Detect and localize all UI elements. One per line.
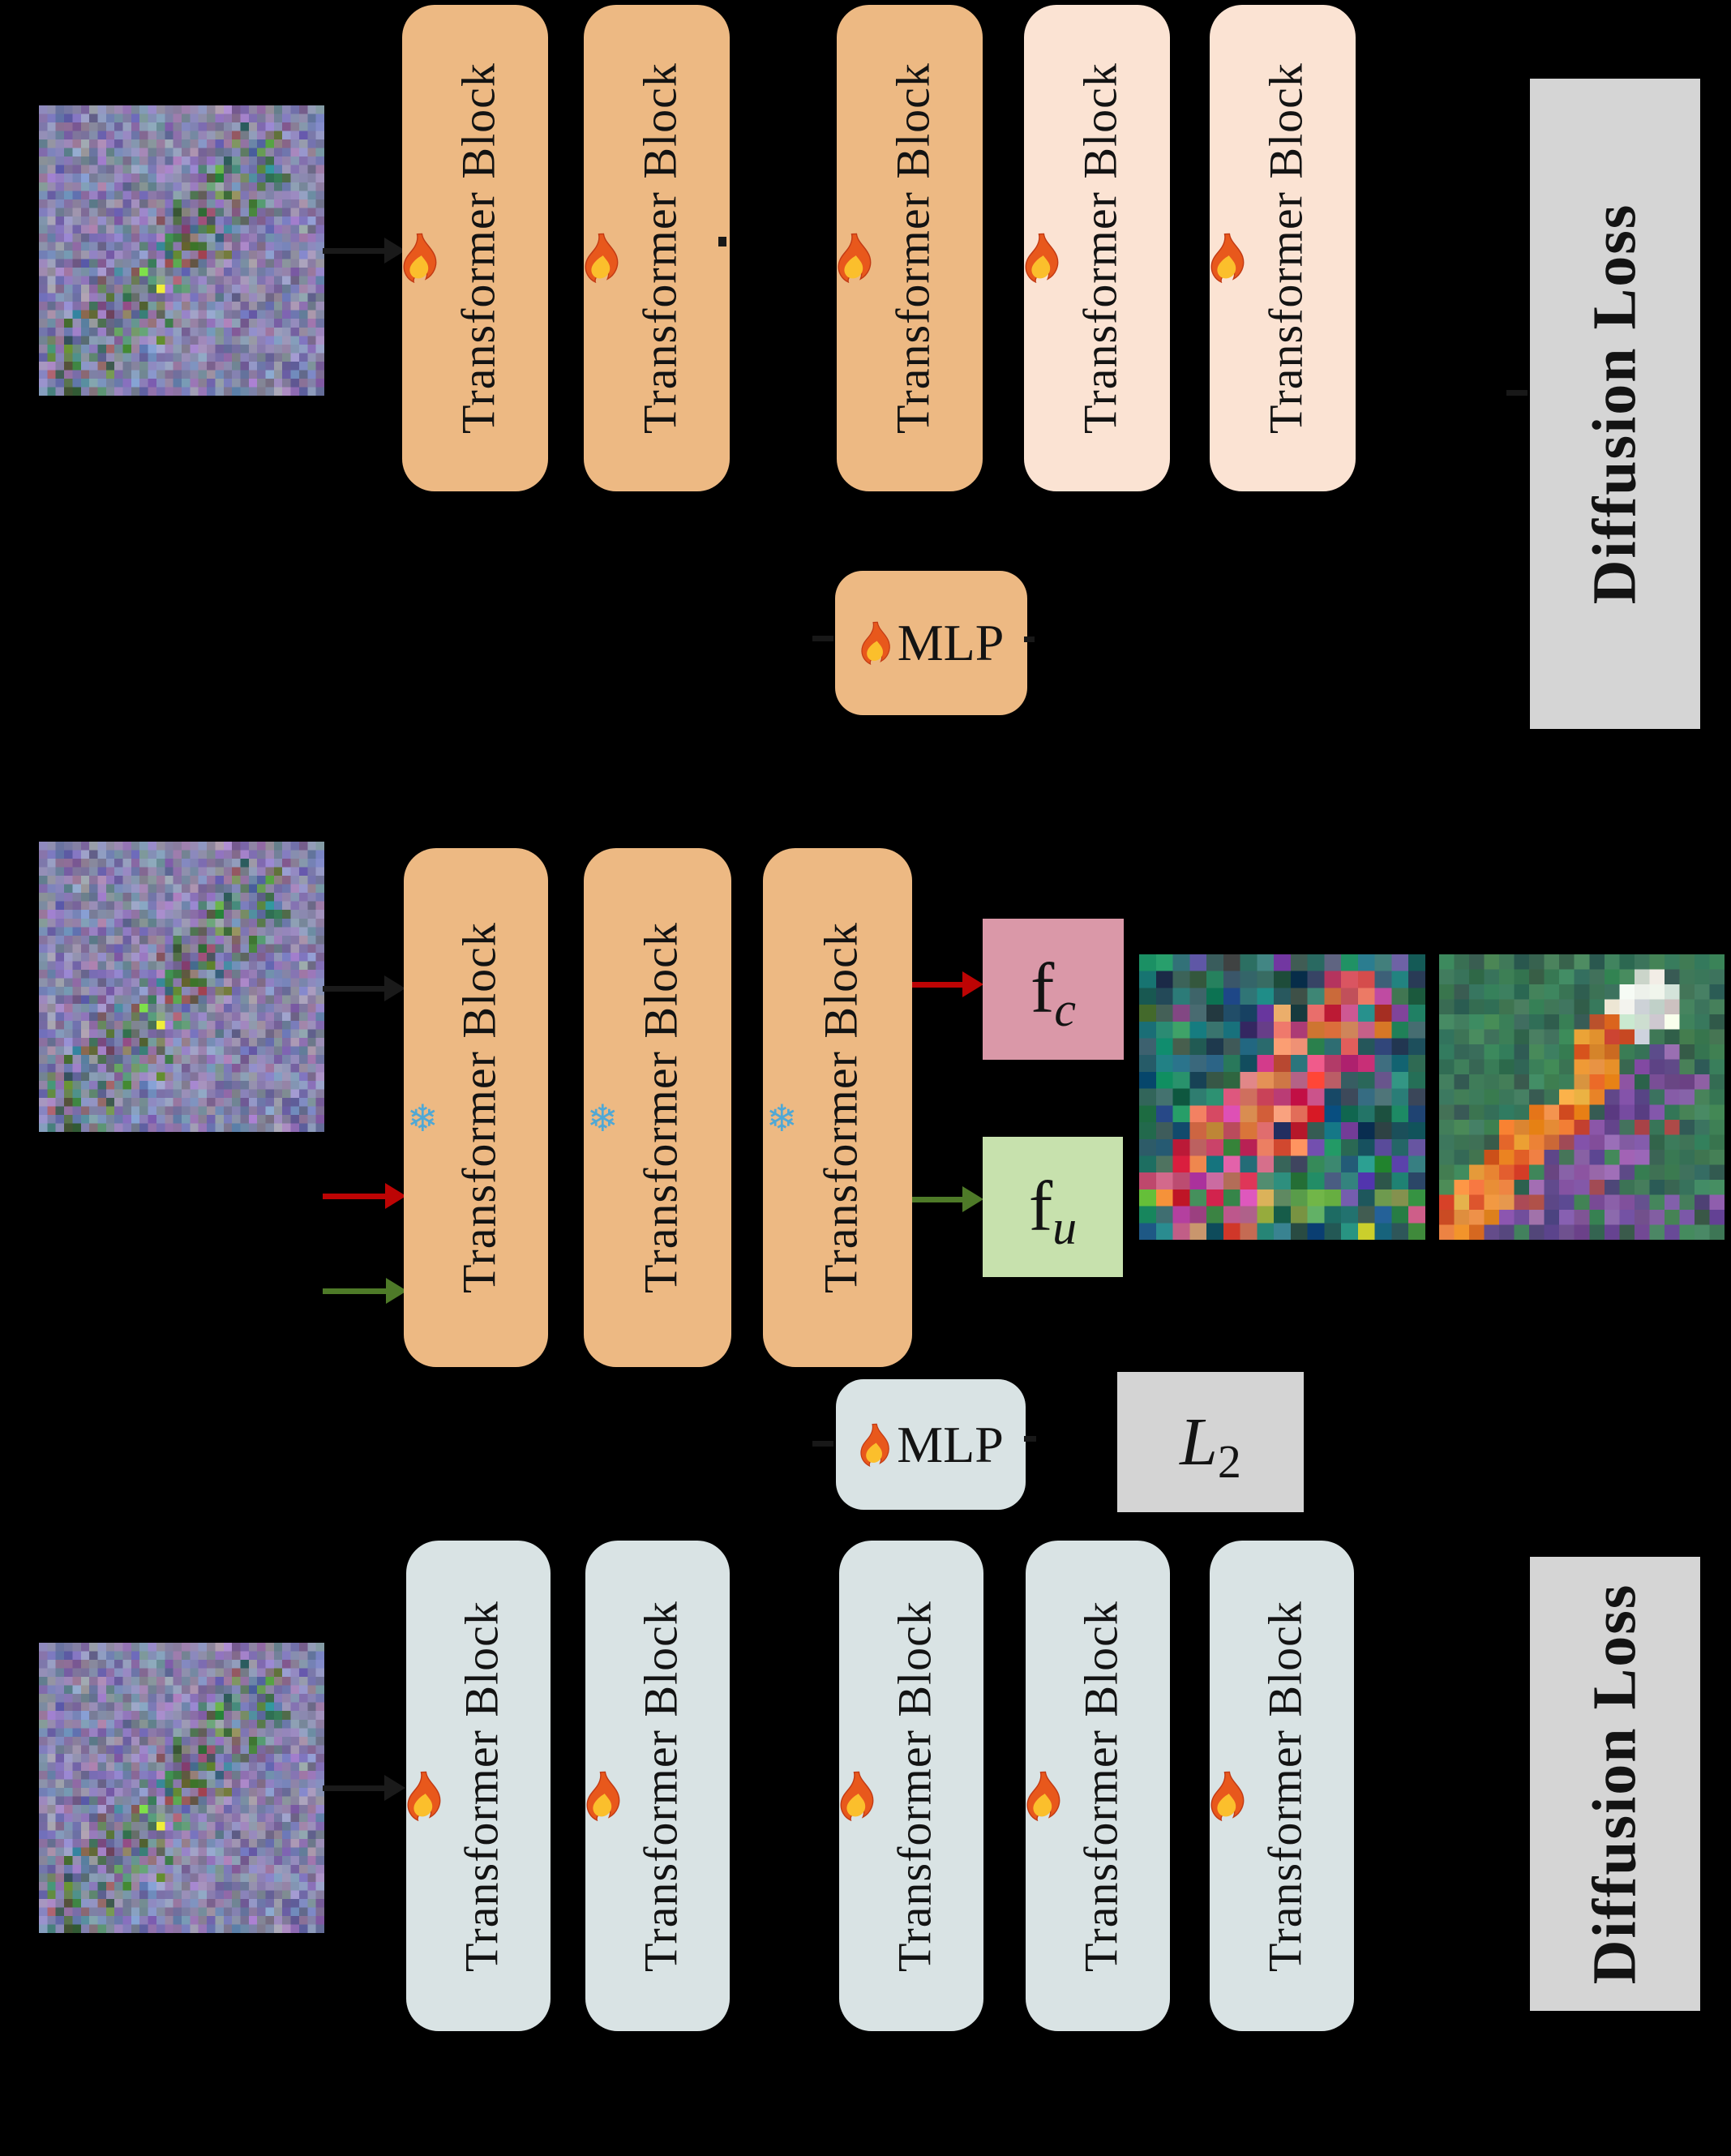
transformer-block-label: Transformer Block — [1258, 1600, 1312, 1972]
fire-icon — [582, 1771, 626, 1821]
transformer-block-label: Transformer Block — [1073, 62, 1127, 434]
fire-icon — [858, 1422, 893, 1468]
transformer-block-label: Transformer Block — [1074, 1600, 1128, 1972]
transformer-block-frozen: ❄ Transformer Block — [763, 848, 912, 1367]
transformer-block: Transformer Block — [406, 1541, 551, 2031]
conditional-feature-box: fc — [983, 919, 1124, 1060]
transformer-block: Transformer Block — [839, 1541, 983, 2031]
loss-in-connector — [1506, 390, 1527, 396]
noisy-input-image-middle — [39, 842, 324, 1132]
transformer-block-frozen: ❄ Transformer Block — [404, 848, 548, 1367]
transformer-block: Transformer Block — [1210, 1541, 1354, 2031]
fire-icon — [859, 620, 894, 666]
noisy-generated-image — [1139, 954, 1425, 1240]
fire-icon — [836, 1771, 880, 1821]
diffusion-loss-box: Diffusion Loss — [1530, 1557, 1700, 2011]
transformer-block: Transformer Block — [402, 5, 548, 491]
fc-label: fc — [1030, 949, 1076, 1036]
clean-generated-image — [1439, 954, 1725, 1240]
fire-icon — [1021, 233, 1065, 284]
mlp-out-connector — [1024, 637, 1035, 642]
snowflake-icon: ❄ — [407, 1095, 439, 1140]
l2-loss-box: L2 — [1117, 1372, 1304, 1512]
transformer-block-label: Transformer Block — [634, 922, 688, 1293]
mlp-out-connector — [1024, 1436, 1036, 1442]
fire-icon — [833, 233, 877, 284]
diffusion-loss-label: Diffusion Loss — [1580, 203, 1649, 605]
diffusion-loss-box: Diffusion Loss — [1530, 79, 1700, 729]
fire-icon — [581, 233, 624, 284]
fu-label: fu — [1028, 1167, 1078, 1254]
transformer-block: Transformer Block — [837, 5, 983, 491]
transformer-block-frozen: ❄ Transformer Block — [584, 848, 731, 1367]
transformer-block-label: Transformer Block — [633, 62, 687, 434]
fire-icon — [1206, 233, 1250, 284]
noisy-input-image-top — [39, 105, 324, 396]
transformer-block: Transformer Block — [1026, 1541, 1170, 2031]
ellipsis-connector — [718, 237, 726, 246]
l2-label: L2 — [1180, 1404, 1241, 1488]
mlp-box: MLP — [835, 571, 1027, 715]
mlp-label: MLP — [897, 1415, 1004, 1473]
noisy-input-image-bottom — [39, 1643, 324, 1933]
snowflake-icon: ❄ — [766, 1095, 798, 1140]
transformer-block-label: Transformer Block — [1259, 62, 1313, 434]
mlp-in-connector — [812, 636, 833, 641]
transformer-block-label: Transformer Block — [886, 62, 940, 434]
fire-icon — [1206, 1771, 1250, 1821]
transformer-block-label: Transformer Block — [888, 1600, 941, 1972]
fire-icon — [399, 233, 443, 284]
transformer-block: Transformer Block — [584, 5, 730, 491]
fire-icon — [403, 1771, 447, 1821]
transformer-block-label: Transformer Block — [452, 922, 506, 1293]
mlp-box: MLP — [836, 1379, 1026, 1510]
mlp-in-connector — [812, 1441, 833, 1447]
snowflake-icon: ❄ — [587, 1095, 619, 1140]
mlp-label: MLP — [897, 614, 1005, 671]
transformer-block: Transformer Block — [1210, 5, 1356, 491]
diffusion-loss-label: Diffusion Loss — [1580, 1583, 1649, 1985]
transformer-block: Transformer Block — [585, 1541, 730, 2031]
transformer-block-label: Transformer Block — [814, 922, 868, 1293]
transformer-block-label: Transformer Block — [455, 1600, 508, 1972]
fire-icon — [1022, 1771, 1066, 1821]
transformer-block-label: Transformer Block — [634, 1600, 688, 1972]
transformer-block-label: Transformer Block — [452, 62, 505, 434]
transformer-block: Transformer Block — [1024, 5, 1170, 491]
unconditional-feature-box: fu — [983, 1137, 1123, 1277]
